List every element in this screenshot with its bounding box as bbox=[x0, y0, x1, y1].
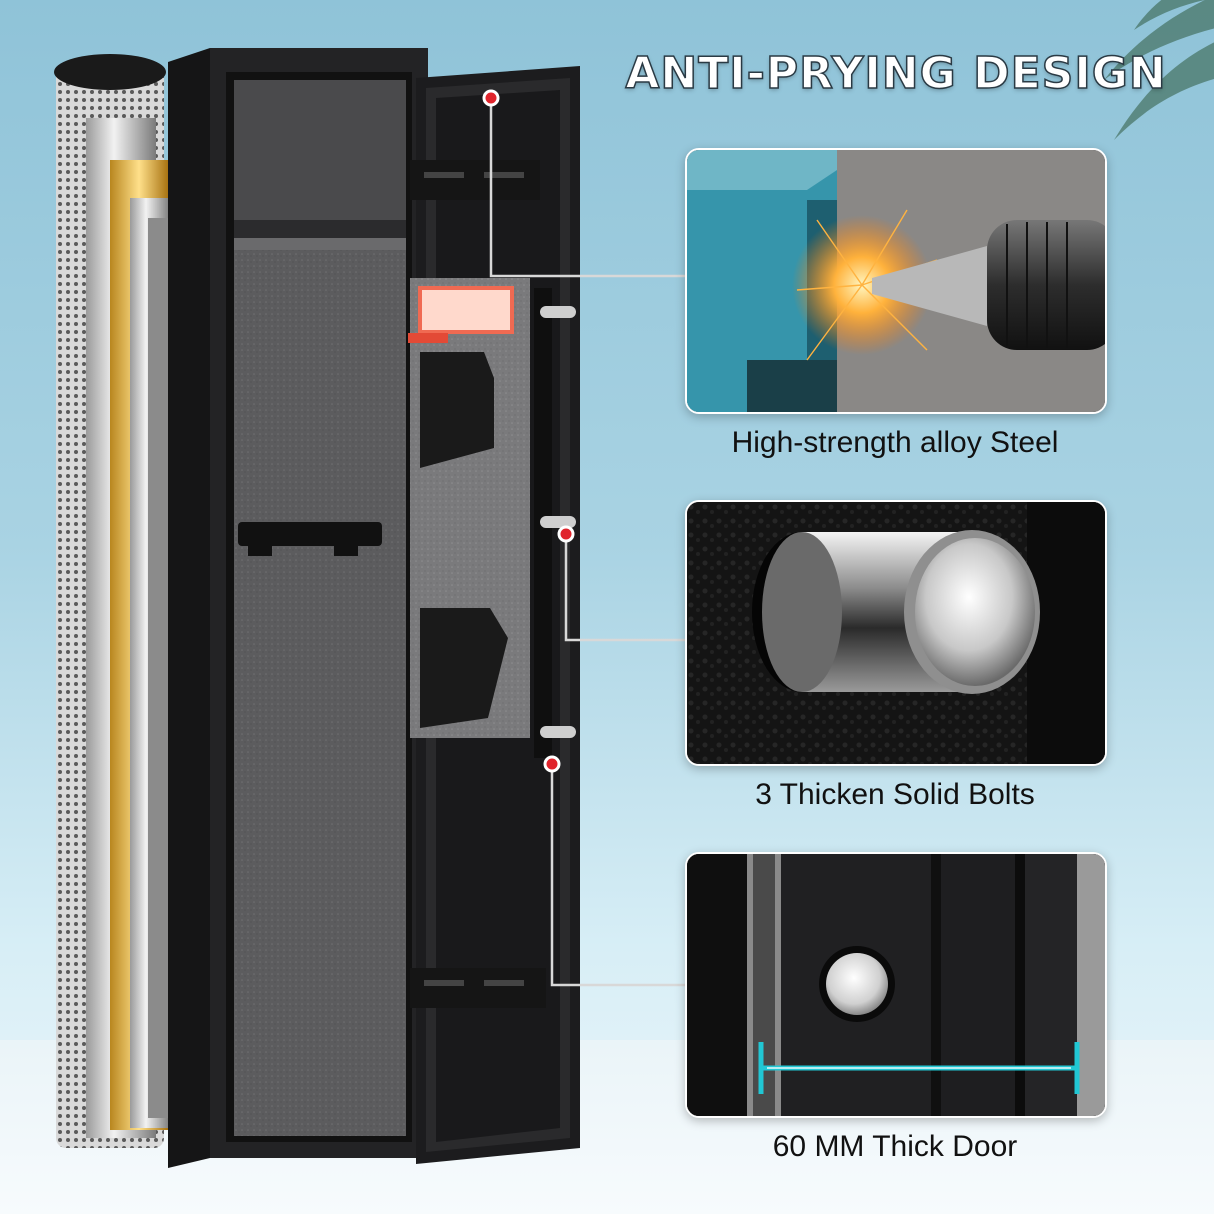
drill-icon bbox=[687, 150, 1105, 412]
material-layers bbox=[54, 54, 176, 1148]
feature-panel-bolts bbox=[685, 500, 1107, 766]
safe-door bbox=[408, 66, 580, 1164]
door-thickness-icon bbox=[687, 854, 1105, 1116]
headline: ANTI-PRYING DESIGN bbox=[625, 47, 1167, 100]
feature-panel-door bbox=[685, 852, 1107, 1118]
safe-cabinet bbox=[168, 48, 428, 1168]
feature-caption-bolts: 3 Thicken Solid Bolts bbox=[755, 778, 1035, 811]
bolt-icon bbox=[687, 502, 1105, 764]
feature-caption-steel: High-strength alloy Steel bbox=[731, 426, 1059, 459]
gun-safe-illustration bbox=[54, 48, 580, 1168]
feature-panel-steel bbox=[685, 148, 1107, 414]
palm-leaf-decoration bbox=[1104, 0, 1214, 140]
feature-caption-door: 60 MM Thick Door bbox=[772, 1130, 1018, 1163]
